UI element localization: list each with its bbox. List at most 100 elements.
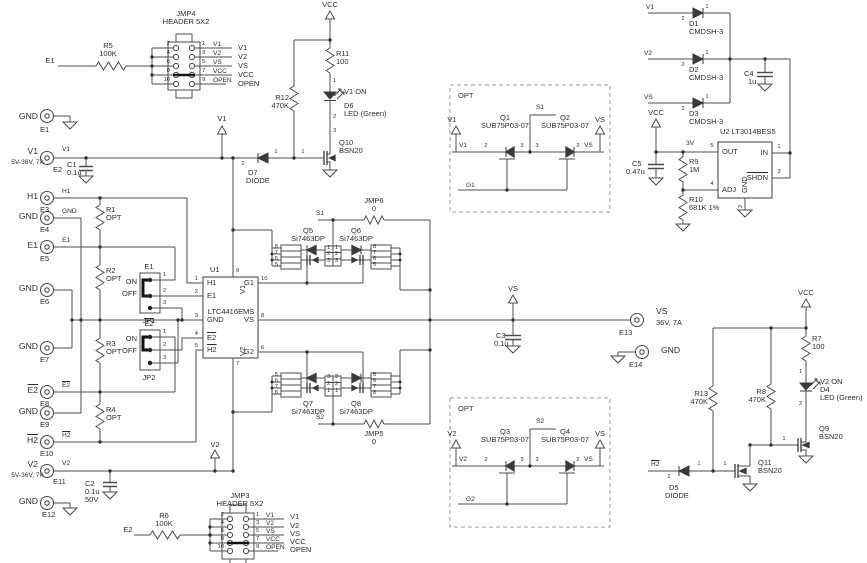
capacitors [79, 71, 773, 488]
jmp4-pin9: 9 [202, 77, 206, 83]
u2-3v: 3V [686, 140, 695, 147]
d4-ref: D4 [820, 385, 830, 394]
r10-val: 681K 1% [689, 203, 720, 212]
term-e11-rating: 5V-36V, 7A [11, 472, 44, 479]
resistor-r7-symbol [801, 335, 811, 362]
terminal-e9 [39, 405, 55, 421]
resistor-r6-symbol [149, 530, 181, 540]
diode-d7-symbol [256, 152, 269, 164]
power-arrow [325, 10, 335, 20]
r13-ref: R13 [694, 389, 708, 398]
d5-part: DIODE [665, 491, 689, 500]
term-e9-name: GND [18, 406, 38, 416]
d7-pin2: 2 [241, 161, 245, 167]
h1-net-sm: H1 [62, 188, 71, 195]
q5-s1: 1 [327, 245, 331, 251]
q11-pin1: 1 [723, 461, 727, 467]
q6-source-pins [332, 245, 342, 267]
u1-v1: V1 [238, 284, 247, 294]
c5-ref: C5 [632, 159, 642, 168]
d2-part: CMDSH-3 [689, 73, 724, 82]
u1-v2: V2 [238, 346, 247, 356]
jmp4-open: OPEN [238, 79, 260, 88]
u1-n4: 4 [194, 331, 198, 337]
term-e14-des: E14 [629, 360, 643, 369]
term-e2-rating: 5V-36V, 7A [11, 159, 44, 166]
d1-v1-sm: V1 [646, 4, 655, 11]
resistor-r12-symbol [289, 85, 299, 112]
wires [54, 12, 807, 552]
u2-gnd: GND [740, 176, 749, 193]
r11-ref: R11 [336, 49, 350, 58]
u1-n10: 10 [261, 276, 268, 282]
d6-part: LED (Green) [344, 109, 387, 118]
opt2-g2: G2 [466, 496, 475, 503]
jp1-off: OFF [122, 289, 137, 298]
jmp3-open: OPEN [290, 545, 312, 554]
q10-ref: Q10 [339, 138, 354, 147]
ground-symbol [322, 169, 338, 178]
ic-boxes [202, 141, 773, 359]
q8-s2: 2 [335, 381, 339, 387]
terminal-e5 [39, 239, 55, 255]
q2-pin3: 3 [535, 143, 539, 149]
q6-s2: 2 [335, 251, 339, 257]
jp2-on: ON [125, 334, 137, 343]
d3-vs-sm: VS [644, 94, 653, 101]
jp2-pin2: 2 [163, 342, 167, 348]
jp1-shunt [141, 278, 148, 298]
mosfet-q9-symbol [797, 438, 810, 452]
capacitor-c5-symbol [648, 163, 664, 170]
jmp4-vs-sm: VS [213, 59, 222, 66]
q7-part: Si7463DP [291, 407, 325, 416]
term-e2-des: E2 [53, 165, 63, 174]
vs-port: VS [507, 284, 519, 293]
mosfets [305, 145, 810, 478]
term-e10-des: E10 [40, 449, 54, 458]
leds [322, 88, 821, 392]
q8-s1: 1 [335, 388, 339, 394]
opt1-g1: G1 [466, 182, 475, 189]
d1-pin2: 2 [681, 16, 685, 22]
led-d6-symbol [322, 88, 345, 101]
r6-ref: R6 [159, 511, 169, 520]
d2-pin1: 1 [705, 50, 709, 56]
q5-p8: 8 [274, 244, 278, 250]
q10-part: BSN20 [339, 146, 363, 155]
q7-s3: 3 [327, 374, 331, 380]
q8-part: Si7463DP [339, 407, 373, 416]
opt2-title: OPT [458, 404, 474, 413]
e1-net-sm: E1 [62, 237, 71, 244]
ground-symbol [742, 483, 758, 492]
jmp4-ref: JMP4 [176, 9, 196, 18]
q9-ref: Q9 [819, 424, 830, 433]
r4-val: OPT [106, 413, 122, 422]
resistors [95, 47, 811, 540]
term-e1-name: GND [18, 111, 38, 121]
capacitor-c3-symbol [505, 334, 521, 341]
header-jmp4 [167, 33, 201, 99]
u1-n5: 5 [194, 343, 198, 349]
q1-part: SUB75P03-07 [481, 121, 529, 130]
q7-s1: 1 [327, 388, 331, 394]
vcc-port-2: VCC [648, 108, 664, 117]
d4-pin2: 2 [799, 401, 803, 407]
u2-in: IN [760, 148, 769, 157]
d4-on: V2 ON [820, 377, 843, 386]
q7-p6: 6 [274, 378, 278, 384]
h2-net-sm: H2 [62, 432, 71, 439]
mosfet-q1-symbol [504, 145, 515, 159]
r9-val: 1M [689, 165, 700, 174]
q5-p7: 7 [274, 250, 278, 256]
u1-vs: VS [243, 315, 254, 324]
s2-net: S2 [315, 414, 325, 421]
u2-adj: ADJ [722, 185, 737, 194]
opt2-v2-port: V2 [447, 429, 457, 438]
jmp3-e2-net: E2 [123, 525, 133, 534]
terminal-e4 [39, 210, 55, 226]
diode-d2-symbol [692, 53, 705, 65]
u2-n4: 4 [710, 181, 714, 187]
e2-net-sm: E2 [62, 382, 71, 389]
u2-ref: U2 LT3014BES5 [720, 127, 776, 136]
